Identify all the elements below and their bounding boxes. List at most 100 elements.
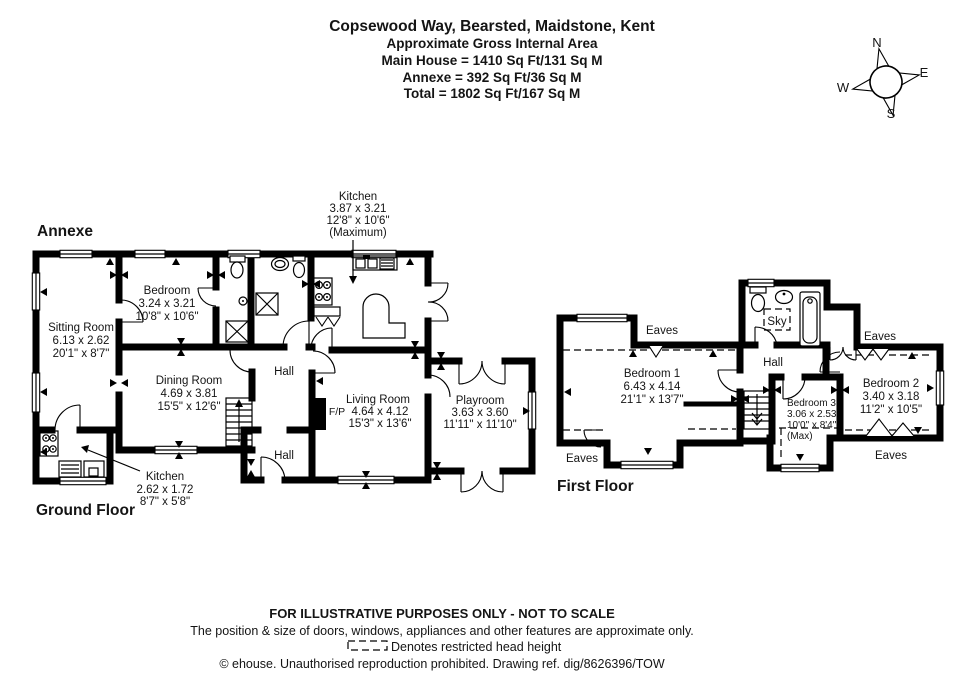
footer-disclaimer-bold: FOR ILLUSTRATIVE PURPOSES ONLY - NOT TO … <box>269 606 615 621</box>
title-total: Total = 1802 Sq Ft/167 Sq M <box>404 86 580 101</box>
first-floor-labels: First Floor Bedroom 1 6.43 x 4.14 21'1" … <box>557 325 922 495</box>
title-gia: Approximate Gross Internal Area <box>386 36 598 51</box>
eaves-label-top-right: Eaves <box>864 331 896 343</box>
title-annexe: Annexe = 392 Sq Ft/36 Sq M <box>403 70 582 85</box>
kitchen-metric: 3.87 x 3.21 <box>330 203 387 215</box>
dining-room-metric: 4.69 x 3.81 <box>161 388 218 400</box>
sitting-room-imperial: 20'1" x 8'7" <box>53 348 110 360</box>
skylight-label: Sky <box>767 316 786 328</box>
oven-icon <box>313 306 341 327</box>
footer-copyright: © ehouse. Unauthorised reproduction proh… <box>219 657 665 671</box>
bedroom3-imperial: 10'0" x 8'4" <box>787 420 837 431</box>
title-address: Copsewood Way, Bearsted, Maidstone, Kent <box>329 18 655 35</box>
title-block: Copsewood Way, Bearsted, Maidstone, Kent… <box>329 18 655 101</box>
shower-icon <box>225 320 249 343</box>
dining-room-name: Dining Room <box>156 375 222 387</box>
living-room-name: Living Room <box>346 394 410 406</box>
ground-floor-doors <box>54 282 506 493</box>
bedroom3-name: Bedroom 3 <box>787 398 836 409</box>
playroom-imperial: 11'11" x 11'10" <box>443 419 516 431</box>
light-icon <box>238 296 248 306</box>
first-floor-section-label: First Floor <box>557 478 634 495</box>
hall-upper-label: Hall <box>274 366 294 378</box>
dining-room-imperial: 15'5" x 12'6" <box>157 401 220 413</box>
annexe-kitchen-label: Kitchen 2.62 x 1.72 8'7" x 5'8" <box>81 445 193 508</box>
bedroom2-imperial: 11'2" x 10'5" <box>860 404 922 416</box>
living-room-metric: 4.64 x 4.12 <box>352 406 409 418</box>
skylight: Sky <box>763 308 791 331</box>
bedroom1-imperial: 21'1" x 13'7" <box>620 394 683 406</box>
kitchen-note: (Maximum) <box>329 227 387 239</box>
fireplace-label: F/P <box>329 406 345 418</box>
playroom-label: Playroom 3.63 x 3.60 11'11" x 11'10" <box>443 395 516 431</box>
bedroom3-note: (Max) <box>787 431 813 442</box>
bedroom1-name: Bedroom 1 <box>624 368 680 380</box>
kitchen-fixtures <box>312 255 406 339</box>
first-floor-bathroom-fixtures: Sky <box>749 286 821 347</box>
sitting-room-label: Sitting Room 6.13 x 2.62 20'1" x 8'7" <box>48 322 114 360</box>
annexe-section-label: Annexe <box>37 223 93 240</box>
dining-room-label: Dining Room 4.69 x 3.81 15'5" x 12'6" <box>156 375 222 413</box>
oven-icon <box>58 460 82 478</box>
compass-label-east: E <box>920 65 929 80</box>
basin-icon <box>270 256 290 272</box>
hall-first-floor-label: Hall <box>763 357 783 369</box>
first-floor-walls <box>556 279 944 472</box>
compass-label-south: S <box>887 106 896 121</box>
annexe-kitchen-imperial: 8'7" x 5'8" <box>140 496 190 508</box>
playroom-metric: 3.63 x 3.60 <box>452 407 509 419</box>
annexe-bedroom-imperial: 10'8" x 10'6" <box>135 311 198 323</box>
living-room-imperial: 15'3" x 13'6" <box>348 418 411 430</box>
first-floor-markers <box>564 350 934 461</box>
island-counter <box>362 293 406 339</box>
hob-icon <box>312 277 333 306</box>
sitting-room-metric: 6.13 x 2.62 <box>53 335 110 347</box>
bedroom1-label: Bedroom 1 6.43 x 4.14 21'1" x 13'7" <box>620 368 683 406</box>
bedroom2-metric: 3.40 x 3.18 <box>863 391 920 403</box>
stairs-down <box>743 390 771 430</box>
kitchen-label: Kitchen 3.87 x 3.21 12'8" x 10'6" (Maxim… <box>326 191 390 284</box>
leader-arrow <box>81 445 89 453</box>
first-floor-doors <box>583 326 857 448</box>
cloakroom-fixtures <box>255 255 306 316</box>
bedroom1-metric: 6.43 x 4.14 <box>624 381 682 393</box>
ground-floor-windows <box>31 249 537 486</box>
eaves-access-flaps <box>648 345 915 437</box>
bedroom2-label: Bedroom 2 3.40 x 3.18 11'2" x 10'5" <box>860 378 922 416</box>
kitchen-name: Kitchen <box>339 191 377 203</box>
toilet-icon <box>292 255 306 279</box>
bedroom2-name: Bedroom 2 <box>863 378 919 390</box>
annexe-kitchen-fixtures <box>39 430 105 478</box>
eaves-label-top-left: Eaves <box>646 325 678 337</box>
shower-icon <box>255 292 279 316</box>
first-floor-windows <box>576 278 945 473</box>
toilet-icon <box>229 255 246 279</box>
ground-floor-plan: F/P Annexe Ground Floor <box>31 191 537 519</box>
kitchen-imperial: 12'8" x 10'6" <box>326 215 389 227</box>
eaves-label-bottom-left: Eaves <box>566 453 598 465</box>
annexe-kitchen-name: Kitchen <box>146 471 184 483</box>
fireplace: F/P <box>311 398 345 430</box>
compass-label-west: W <box>837 80 850 95</box>
hall-lower-label: Hall <box>274 450 294 462</box>
annexe-bedroom-name: Bedroom <box>144 285 191 297</box>
footer-block: FOR ILLUSTRATIVE PURPOSES ONLY - NOT TO … <box>190 606 694 671</box>
first-floor-plan: Sky <box>556 278 945 495</box>
playroom-name: Playroom <box>456 395 505 407</box>
appliance-icon <box>83 460 105 478</box>
restricted-head-height-key-icon <box>347 640 388 651</box>
ground-floor-section-label: Ground Floor <box>36 502 135 519</box>
stairs-up <box>225 397 253 447</box>
compass-circle <box>869 65 903 99</box>
annexe-bedroom-label: Bedroom 3.24 x 3.21 10'8" x 10'6" <box>135 285 198 323</box>
annexe-kitchen-metric: 2.62 x 1.72 <box>137 484 194 496</box>
footer-restricted-height-note: Denotes restricted head height <box>391 640 562 654</box>
ground-floor-markers <box>40 258 530 489</box>
leader-arrow <box>349 276 357 284</box>
ground-floor-labels: Annexe Ground Floor Sitting Room 6.13 x … <box>36 191 517 519</box>
toilet-icon <box>749 286 767 313</box>
bathtub-icon <box>799 291 821 347</box>
bedroom3-label: Bedroom 3 3.06 x 2.53 10'0" x 8'4" (Max) <box>787 398 837 442</box>
eaves-label-bottom-right: Eaves <box>875 450 907 462</box>
